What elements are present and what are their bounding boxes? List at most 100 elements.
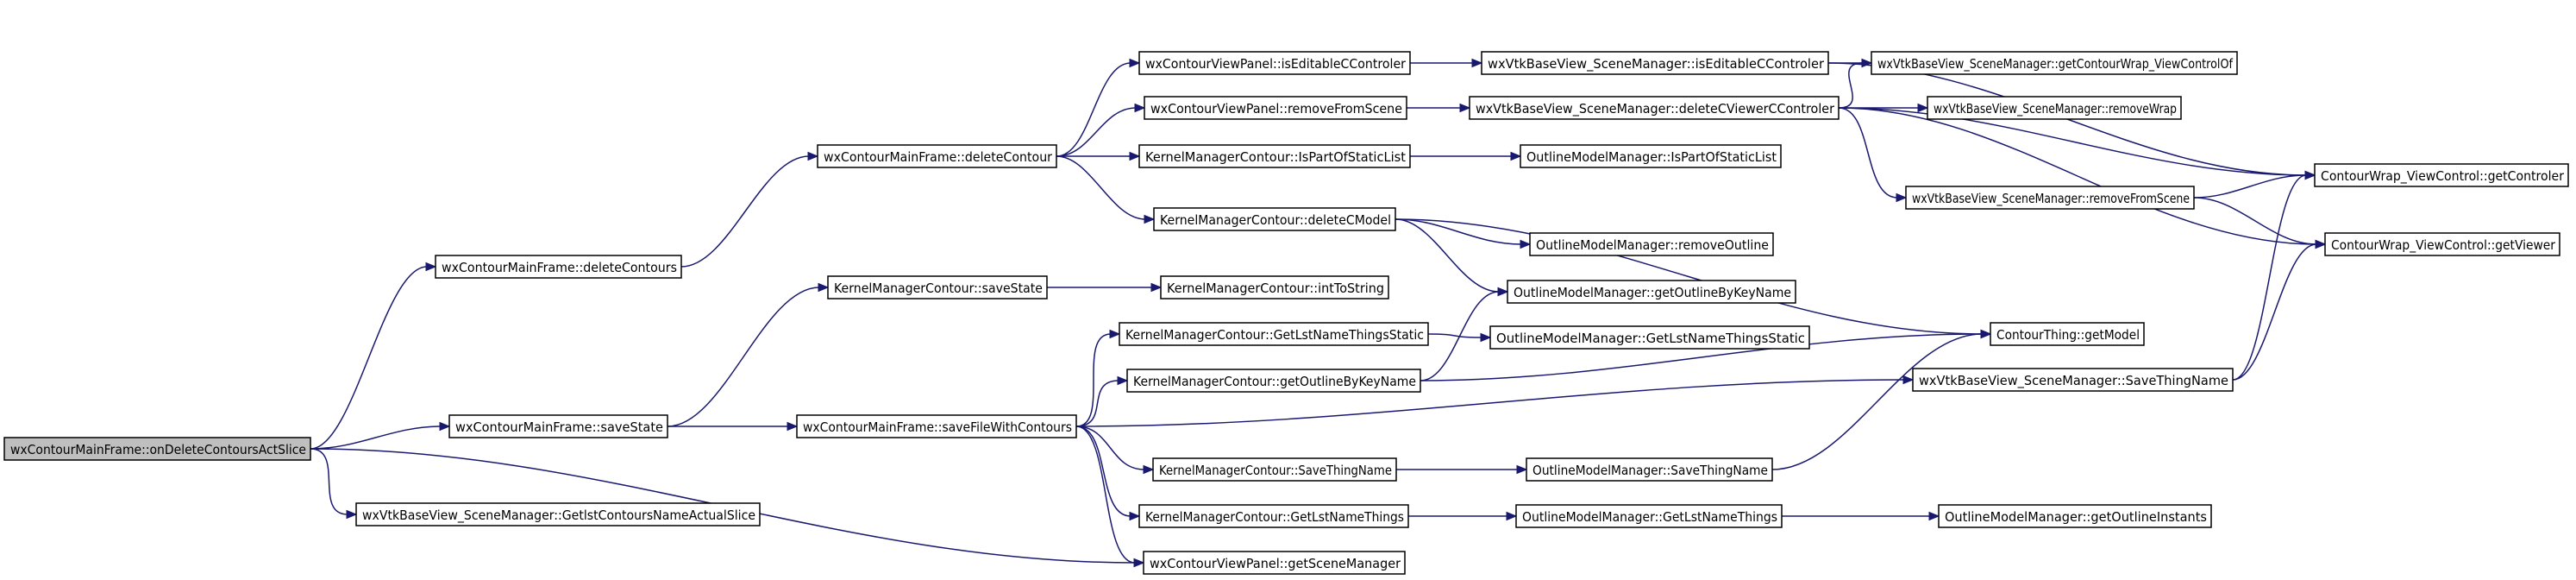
node-box-sm-remove-from-scene: [1905, 186, 2195, 210]
node-kmc-get-outline-by-key-name[interactable]: KernelManagerContour::getOutlineByKeyNam…: [1126, 369, 1421, 393]
arrowhead-sm-is-editable-ccontroler: [1471, 58, 1483, 68]
arrowhead-get-viewer: [2315, 239, 2327, 249]
node-get-controler[interactable]: ContourWrap_ViewControl::getControler: [2314, 163, 2569, 187]
node-get-outline-instants[interactable]: OutlineModelManager::getOutlineInstants: [1938, 504, 2212, 528]
node-label: wxVtkBaseView_SceneManager::deleteCViewe…: [1476, 101, 1835, 117]
node-sm-is-editable-ccontroler[interactable]: wxVtkBaseView_SceneManager::isEditableCC…: [1481, 51, 1829, 75]
edge-sm-save-thing-name-to-get-viewer: [2232, 243, 2317, 381]
node-delete-cmodel[interactable]: KernelManagerContour::deleteCModel: [1153, 207, 1396, 231]
node-delete-contours[interactable]: wxContourMainFrame::deleteContours: [435, 255, 682, 279]
arrowhead-is-part-of-static-list: [1129, 151, 1141, 161]
node-box-om-get-lst-name-things: [1515, 504, 1783, 528]
arrowhead-remove-from-scene: [1134, 103, 1146, 113]
node-label: wxVtkBaseView_SceneManager::removeWrap: [1934, 101, 2177, 117]
edge-root-to-get-lst-contours-name-actual-slice: [310, 448, 348, 515]
arrowhead-delete-contour: [807, 151, 819, 161]
edge-root-to-delete-contours: [310, 266, 428, 450]
node-label: wxVtkBaseView_SceneManager::getContourWr…: [1877, 56, 2234, 72]
arrowhead-kmc-get-lst-name-things: [1129, 511, 1141, 521]
node-box-kmc-get-lst-name-things: [1138, 504, 1409, 528]
node-sm-save-thing-name[interactable]: wxVtkBaseView_SceneManager::SaveThingNam…: [1912, 368, 2234, 392]
arrowhead-delete-cviewer-ccontroler: [1459, 103, 1471, 113]
node-int-to-string[interactable]: KernelManagerContour::intToString: [1160, 275, 1389, 299]
node-label: KernelManagerContour::SaveThingName: [1159, 463, 1392, 478]
node-get-scene-manager[interactable]: wxContourViewPanel::getSceneManager: [1143, 551, 1406, 575]
node-kmc-save-state[interactable]: KernelManagerContour::saveState: [827, 275, 1048, 299]
arrowhead-om-get-lst-name-things: [1506, 511, 1518, 521]
node-om-get-lst-name-things[interactable]: OutlineModelManager::GetLstNameThings: [1515, 504, 1783, 528]
edge-delete-cviewer-ccontroler-to-sm-remove-from-scene: [1838, 107, 1898, 199]
node-label: wxVtkBaseView_SceneManager::GetlstContou…: [362, 508, 755, 524]
node-box-save-state: [448, 414, 668, 438]
arrowhead-om-get-outline-by-key-name: [1497, 287, 1509, 297]
node-remove-wrap[interactable]: wxVtkBaseView_SceneManager::removeWrap: [1927, 96, 2182, 120]
node-box-get-contour-wrap-view-control-of: [1871, 51, 2238, 75]
node-get-lst-name-things-static[interactable]: KernelManagerContour::GetLstNameThingsSt…: [1119, 322, 1429, 346]
node-box-delete-cmodel: [1153, 207, 1396, 231]
node-label: KernelManagerContour::deleteCModel: [1160, 212, 1391, 228]
node-box-kmc-get-outline-by-key-name: [1126, 369, 1421, 393]
node-remove-outline[interactable]: OutlineModelManager::removeOutline: [1529, 232, 1774, 256]
node-om-get-lst-name-things-static[interactable]: OutlineModelManager::GetLstNameThingsSta…: [1489, 325, 1810, 350]
node-label: ContourWrap_ViewControl::getViewer: [2331, 237, 2556, 254]
node-box-contour-thing-get-model: [1990, 322, 2145, 346]
node-kmc-save-thing-name[interactable]: KernelManagerContour::SaveThingName: [1152, 457, 1397, 482]
node-delete-cviewer-ccontroler[interactable]: wxVtkBaseView_SceneManager::deleteCViewe…: [1469, 96, 1840, 120]
node-kmc-get-lst-name-things[interactable]: KernelManagerContour::GetLstNameThings: [1138, 504, 1409, 528]
node-label: wxVtkBaseView_SceneManager::SaveThingNam…: [1919, 373, 2228, 389]
node-om-get-outline-by-key-name[interactable]: OutlineModelManager::getOutlineByKeyName: [1507, 280, 1796, 304]
node-box-delete-contours: [435, 255, 682, 279]
arrowhead-get-lst-name-things-static: [1109, 329, 1121, 339]
node-contour-thing-get-model[interactable]: ContourThing::getModel: [1990, 322, 2145, 346]
arrowhead-get-contour-wrap-view-control-of: [1861, 58, 1873, 68]
node-is-editable-ccontroler[interactable]: wxContourViewPanel::isEditableCControler: [1138, 51, 1411, 75]
node-box-om-save-thing-name: [1526, 457, 1773, 482]
node-get-lst-contours-name-actual-slice[interactable]: wxVtkBaseView_SceneManager::GetlstContou…: [355, 502, 761, 526]
node-get-viewer[interactable]: ContourWrap_ViewControl::getViewer: [2324, 232, 2560, 256]
edge-save-file-with-contours-to-get-lst-name-things-static: [1075, 333, 1112, 427]
node-label: ContourThing::getModel: [1996, 327, 2140, 343]
node-label: wxContourViewPanel::isEditableCControler: [1145, 56, 1407, 72]
node-is-part-of-static-list[interactable]: KernelManagerContour::IsPartOfStaticList: [1138, 144, 1411, 168]
arrowhead-delete-cmodel: [1144, 214, 1156, 224]
node-box-get-viewer: [2324, 232, 2560, 256]
node-label: KernelManagerContour::getOutlineByKeyNam…: [1133, 374, 1416, 389]
node-label: wxContourMainFrame::deleteContours: [442, 260, 677, 275]
node-box-save-file-with-contours: [796, 414, 1077, 438]
node-box-root: [3, 437, 311, 461]
node-om-save-thing-name[interactable]: OutlineModelManager::SaveThingName: [1526, 457, 1773, 482]
arrowhead-save-state: [439, 421, 451, 432]
node-sm-remove-from-scene[interactable]: wxVtkBaseView_SceneManager::removeFromSc…: [1905, 186, 2195, 210]
node-remove-from-scene[interactable]: wxContourViewPanel::removeFromScene: [1144, 96, 1407, 120]
arrowhead-om-save-thing-name: [1516, 464, 1528, 475]
edge-kmc-get-outline-by-key-name-to-om-get-outline-by-key-name: [1420, 291, 1500, 381]
node-delete-contour[interactable]: wxContourMainFrame::deleteContour: [817, 144, 1057, 168]
arrowhead-get-scene-manager: [1133, 558, 1145, 568]
arrowhead-int-to-string: [1150, 282, 1163, 293]
node-box-get-lst-contours-name-actual-slice: [355, 502, 761, 526]
node-label: wxContourViewPanel::removeFromScene: [1150, 101, 1402, 117]
node-label: OutlineModelManager::removeOutline: [1536, 237, 1769, 253]
node-label: KernelManagerContour::intToString: [1167, 281, 1384, 296]
node-label: wxVtkBaseView_SceneManager::isEditableCC…: [1488, 56, 1825, 72]
arrowhead-is-editable-ccontroler: [1129, 58, 1141, 68]
node-get-contour-wrap-view-control-of[interactable]: wxVtkBaseView_SceneManager::getContourWr…: [1871, 51, 2238, 75]
node-label: wxVtkBaseView_SceneManager::removeFromSc…: [1912, 191, 2190, 207]
node-box-remove-wrap: [1927, 96, 2182, 120]
node-box-delete-cviewer-ccontroler: [1469, 96, 1840, 120]
node-box-int-to-string: [1160, 275, 1389, 299]
node-box-get-controler: [2314, 163, 2569, 187]
node-label: KernelManagerContour::GetLstNameThingsSt…: [1125, 327, 1424, 343]
node-root[interactable]: wxContourMainFrame::onDeleteContoursActS…: [3, 437, 311, 461]
node-box-sm-save-thing-name: [1912, 368, 2234, 392]
node-label: OutlineModelManager::GetLstNameThings: [1522, 509, 1777, 525]
node-om-is-part-of-static-list[interactable]: OutlineModelManager::IsPartOfStaticList: [1520, 144, 1782, 168]
edge-delete-cviewer-ccontroler-to-get-viewer: [1838, 107, 2317, 245]
arrowhead-get-controler: [2304, 170, 2316, 180]
arrowhead-kmc-save-state: [818, 282, 830, 293]
node-save-state[interactable]: wxContourMainFrame::saveState: [448, 414, 668, 438]
node-label: OutlineModelManager::getOutlineByKeyName: [1514, 285, 1791, 300]
node-save-file-with-contours[interactable]: wxContourMainFrame::saveFileWithContours: [796, 414, 1077, 438]
node-label: KernelManagerContour::GetLstNameThings: [1145, 509, 1404, 525]
